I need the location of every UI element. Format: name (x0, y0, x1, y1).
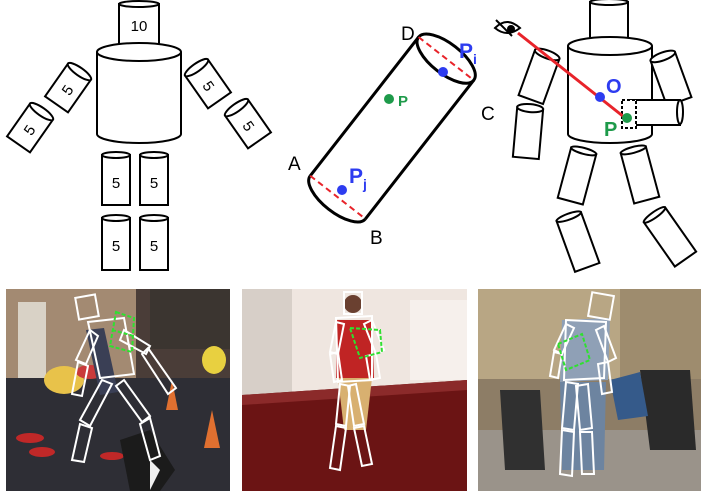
left-shin-3 (555, 210, 601, 274)
bottom-axis-line (309, 175, 367, 220)
point-pj-subscript: j (362, 176, 367, 192)
left-shin-cylinder (101, 214, 131, 271)
head-weight-label: 10 (131, 18, 148, 35)
corner-c-label: C (481, 104, 495, 125)
door (18, 302, 46, 380)
joint-point-pj (337, 185, 347, 195)
weighted-body-model: 10 5 5 5 5 (5, 0, 273, 271)
right-forearm-3 (627, 99, 684, 126)
point-p-label: P (398, 93, 408, 110)
right-thigh-3 (619, 144, 661, 205)
point-p-label-3: P (604, 119, 617, 141)
viewpoint-body-model (511, 0, 698, 274)
left-thigh-cylinder (101, 151, 131, 206)
photo-indoor-walker (242, 289, 467, 491)
corner-d-label: D (401, 24, 415, 45)
right-thigh-cylinder (139, 151, 169, 206)
backpack (610, 372, 648, 420)
left-forearm-cylinder: 5 (5, 101, 55, 154)
right-shin-3 (642, 206, 698, 268)
cylinder-diagram: P Pi Pj A B C D (288, 24, 495, 249)
right-shin-cylinder (139, 214, 169, 271)
right-thigh-weight: 5 (150, 175, 158, 192)
point-pj-label: Pj (349, 165, 367, 192)
photo-outdoor-chairs (478, 289, 701, 491)
left-upper-arm-cylinder: 5 (43, 61, 93, 114)
right-upper-arm-cylinder: 5 (183, 57, 233, 110)
view-ray (517, 31, 625, 119)
left-thigh-3 (556, 145, 598, 206)
point-pj-base: P (349, 165, 363, 188)
right-shin-weight: 5 (150, 238, 158, 255)
surface-point-p (384, 94, 394, 104)
corner-a-label: A (288, 154, 301, 175)
point-pi-subscript: i (473, 51, 477, 67)
dog (120, 430, 175, 491)
right-upper-arm-3 (649, 49, 693, 108)
left-forearm-3 (511, 102, 545, 161)
point-pi-label: Pi (459, 40, 477, 67)
eye-icon (493, 19, 522, 37)
origin-point-o (595, 92, 605, 102)
joint-point-pi (438, 67, 448, 77)
top-axis-line (417, 36, 475, 81)
cone (204, 410, 220, 448)
head-cylinder-3 (589, 0, 629, 41)
left-upper-arm-3 (517, 47, 561, 106)
point-pi-base: P (459, 40, 473, 63)
corner-b-label: B (370, 228, 383, 249)
photo-dog-agility (6, 289, 230, 491)
chair (640, 370, 696, 450)
left-shin-weight: 5 (112, 238, 120, 255)
red-carpet (242, 380, 467, 491)
torso-cylinder (96, 42, 182, 144)
tilted-cylinder (307, 32, 477, 224)
surface-point-p-3 (622, 113, 632, 123)
right-forearm-cylinder: 5 (223, 97, 273, 150)
origin-label: O (606, 76, 622, 98)
head-cylinder (118, 0, 160, 45)
left-thigh-weight: 5 (112, 175, 120, 192)
